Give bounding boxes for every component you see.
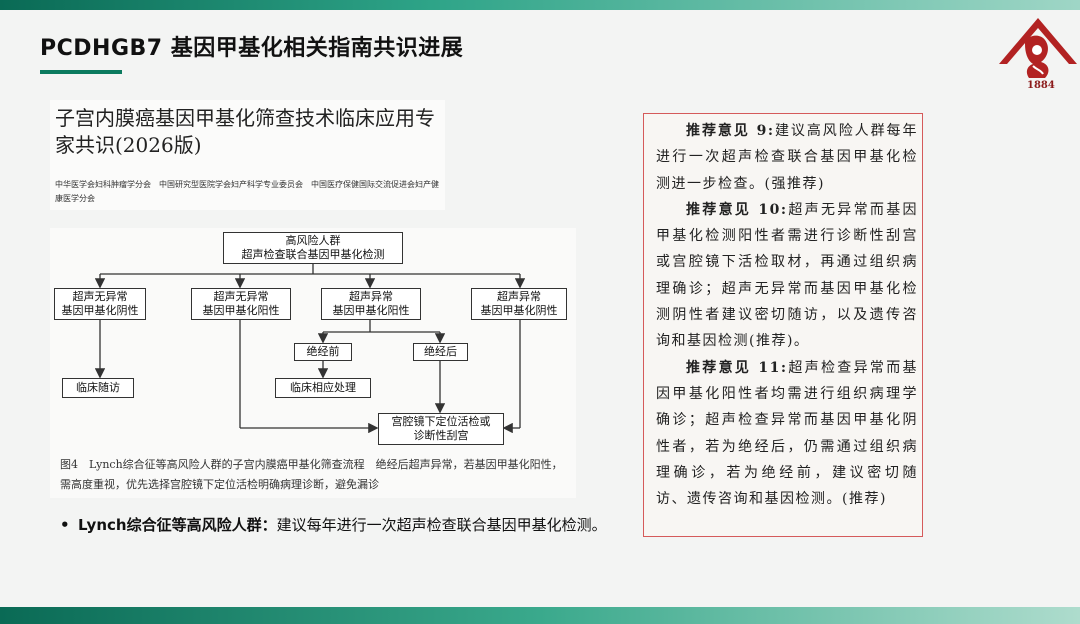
flow-box-us-abnormal-pos-line2: 基因甲基化阳性 [332, 304, 410, 317]
title-underline [40, 70, 122, 74]
document-publishers: 中华医学会妇科肿瘤学分会 中国研究型医院学会妇产科学专业委员会 中国医疗保健国际… [55, 180, 439, 203]
flow-box-us-abnormal-neg-line1: 超声异常 [497, 290, 541, 303]
flow-box-us-normal-pos: 超声无异常 基因甲基化阳性 [191, 288, 291, 320]
recommendation-10-label: 推荐意见 10: [686, 201, 788, 218]
flow-box-clinical-followup: 临床随访 [62, 378, 134, 398]
recommendation-11-label: 推荐意见 11: [686, 359, 788, 376]
bullet-body: 建议每年进行一次超声检查联合基因甲基化检测。 [276, 516, 607, 534]
flow-box-us-normal-neg: 超声无异常 基因甲基化阴性 [54, 288, 146, 320]
flowchart-connectors [94, 264, 526, 434]
bottom-accent-bar [0, 607, 1080, 624]
recommendation-10: 推荐意见 10:超声无异常而基因甲基化检测阳性者需进行诊断性刮宫或宫腔镜下活检取… [656, 197, 918, 355]
flow-box-postmenopausal: 绝经后 [413, 343, 468, 361]
flow-box-premenopausal: 绝经前 [294, 343, 352, 361]
screening-flowchart: 高风险人群 超声检查联合基因甲基化检测 超声无异常 基因甲基化阴性 超声无异常 … [50, 228, 576, 498]
flow-box-clinical-management: 临床相应处理 [275, 378, 371, 398]
recommendation-10-text: 超声无异常而基因甲基化检测阳性者需进行诊断性刮宫或宫腔镜下活检取材，再通过组织病… [656, 201, 919, 350]
recommendation-9-label: 推荐意见 9: [686, 123, 775, 139]
flow-box-high-risk: 高风险人群 超声检查联合基因甲基化检测 [223, 232, 403, 264]
flow-box-us-normal-pos-line1: 超声无异常 [213, 290, 269, 303]
top-accent-bar [0, 0, 1080, 10]
flow-box-us-abnormal-pos-line1: 超声异常 [349, 290, 393, 303]
logo-year: 1884 [1027, 80, 1055, 91]
flow-box-biopsy: 宫腔镜下定位活检或 诊断性刮宫 [378, 413, 504, 445]
flow-box-us-normal-neg-line2: 基因甲基化阴性 [61, 304, 139, 317]
document-title: 子宫内膜癌基因甲基化筛查技术临床应用专家共识(2026版) [55, 106, 435, 157]
recommendation-11-text: 超声检查异常而基因甲基化阳性者均需进行组织病理学确诊；超声检查异常而基因甲基化阴… [656, 359, 919, 508]
hospital-logo [999, 18, 1077, 78]
recommendation-9-text: 建议高风险人群每年进行一次超声检查联合基因甲基化检测进一步检查。(强推荐) [656, 123, 918, 192]
flow-box-high-risk-line1: 高风险人群 [285, 234, 341, 247]
bullet-text: Lynch综合征等高风险人群：建议每年进行一次超声检查联合基因甲基化检测。 [78, 513, 648, 538]
flow-box-us-abnormal-pos: 超声异常 基因甲基化阳性 [321, 288, 421, 320]
flow-box-us-normal-neg-line1: 超声无异常 [72, 290, 128, 303]
figure-caption: 图4 Lynch综合征等高风险人群的子宫内膜癌甲基化筛查流程 绝经后超声异常，若… [60, 458, 563, 491]
recommendation-9: 推荐意见 9:建议高风险人群每年进行一次超声检查联合基因甲基化检测进一步检查。(… [656, 118, 918, 197]
bullet-marker: • [60, 516, 70, 534]
recommendation-11: 推荐意见 11:超声检查异常而基因甲基化阳性者均需进行组织病理学确诊；超声检查异… [656, 355, 918, 513]
bullet-label: Lynch综合征等高风险人群： [78, 516, 277, 534]
flow-box-us-abnormal-neg: 超声异常 基因甲基化阴性 [471, 288, 567, 320]
recommendations-panel: 推荐意见 9:建议高风险人群每年进行一次超声检查联合基因甲基化检测进一步检查。(… [643, 113, 923, 537]
flow-box-biopsy-line2: 诊断性刮宫 [413, 429, 469, 442]
flow-box-us-abnormal-neg-line2: 基因甲基化阴性 [480, 304, 558, 317]
flow-box-biopsy-line1: 宫腔镜下定位活检或 [391, 415, 491, 428]
slide-title: PCDHGB7 基因甲基化相关指南共识进展 [40, 36, 464, 61]
flow-box-high-risk-line2: 超声检查联合基因甲基化检测 [241, 248, 385, 261]
flow-box-us-normal-pos-line2: 基因甲基化阳性 [202, 304, 280, 317]
recommendations-text: 推荐意见 9:建议高风险人群每年进行一次超声检查联合基因甲基化检测进一步检查。(… [656, 118, 918, 512]
document-header: 子宫内膜癌基因甲基化筛查技术临床应用专家共识(2026版) 中华医学会妇科肿瘤学… [50, 100, 445, 210]
